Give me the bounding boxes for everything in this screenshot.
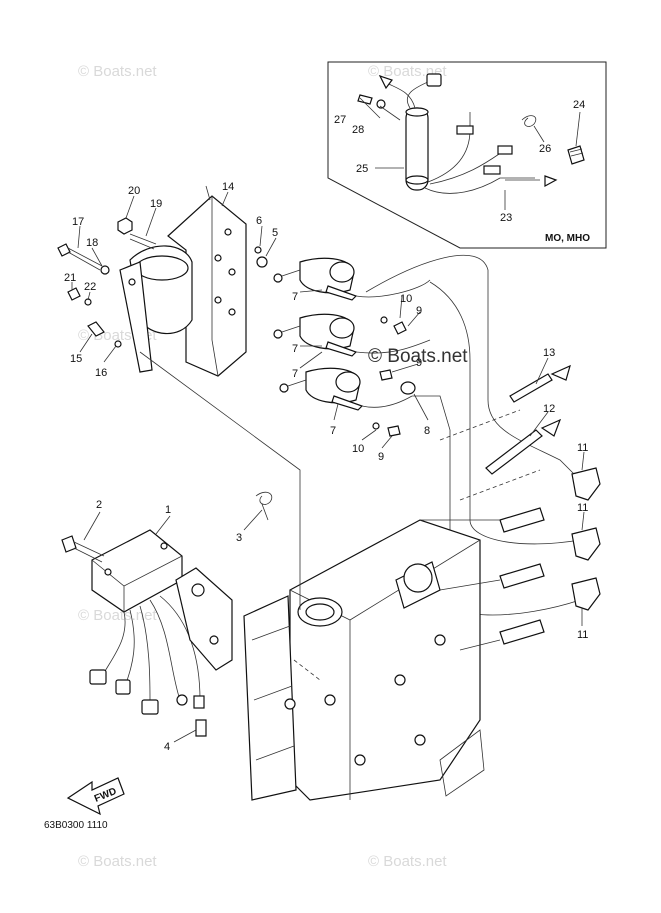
callout-9: 9: [416, 305, 422, 317]
callout-18: 18: [86, 237, 98, 249]
high-tension-cord-13: [509, 373, 553, 403]
callout-11: 11: [577, 502, 588, 514]
ignition-coil: [273, 313, 431, 357]
callout-24: 24: [573, 99, 585, 111]
callout-9: 9: [416, 357, 422, 369]
callout-7: 7: [330, 425, 336, 437]
ignition-coil: [279, 367, 413, 411]
callout-15: 15: [70, 353, 82, 365]
ignition-coil: [273, 257, 431, 301]
callout-17: 17: [72, 216, 84, 228]
callout-5: 5: [272, 227, 278, 239]
callout-8: 8: [424, 425, 430, 437]
callout-21: 21: [64, 272, 76, 284]
callout-4: 4: [164, 741, 170, 753]
plug-cap: [571, 527, 601, 561]
diagram-code: 63B0300 1110: [44, 820, 108, 831]
callout-1: 1: [165, 504, 171, 516]
cylinder-block: [243, 519, 485, 801]
plug-caps-and-cords: [485, 364, 601, 645]
callout-19: 19: [150, 198, 162, 210]
ignition-coils: [273, 255, 581, 616]
high-tension-cord-12: [485, 429, 543, 475]
callout-23: 23: [500, 212, 512, 224]
callout-22: 22: [84, 281, 96, 293]
watermarks: © Boats.net © Boats.net © Boats.net © Bo…: [78, 63, 468, 870]
callout-3: 3: [236, 532, 242, 544]
ignition-coil-bracket: [119, 195, 247, 377]
callout-26: 26: [539, 143, 551, 155]
callout-10: 10: [400, 293, 412, 305]
callout-9: 9: [378, 451, 384, 463]
inset-label: MO, MHO: [545, 233, 590, 244]
callout-14: 14: [222, 181, 234, 193]
callout-16: 16: [95, 367, 107, 379]
spark-plug: [499, 619, 545, 645]
watermark: © Boats.net: [78, 607, 157, 624]
small-hardware: [57, 217, 268, 348]
callout-7: 7: [292, 368, 298, 380]
plug-cap: [571, 467, 601, 501]
cdi-unit: [61, 491, 273, 737]
callout-numbers: 1 2 3 4 5 6 7 7 7 7 8 9 9 9 10 10 11 11 …: [64, 99, 588, 753]
inset-box: MO, MHO: [327, 61, 607, 249]
leader-lines: [71, 185, 585, 743]
callout-25: 25: [356, 163, 368, 175]
callout-20: 20: [128, 185, 140, 197]
forward-arrow-icon: FWD: [66, 777, 125, 816]
callout-28: 28: [352, 124, 364, 136]
spark-plug: [499, 507, 545, 533]
callout-7: 7: [292, 291, 298, 303]
watermark: © Boats.net: [78, 63, 157, 80]
callout-12: 12: [543, 403, 555, 415]
plug-cap: [571, 577, 601, 611]
callout-2: 2: [96, 499, 102, 511]
callout-27: 27: [334, 114, 346, 126]
watermark: © Boats.net: [368, 853, 447, 870]
callout-11: 11: [577, 442, 588, 454]
callout-10: 10: [352, 443, 364, 455]
callout-13: 13: [543, 347, 555, 359]
callout-11: 11: [577, 629, 588, 641]
callout-6: 6: [256, 215, 262, 227]
spark-plug: [499, 563, 545, 589]
watermark: © Boats.net: [78, 853, 157, 870]
callout-7: 7: [292, 343, 298, 355]
